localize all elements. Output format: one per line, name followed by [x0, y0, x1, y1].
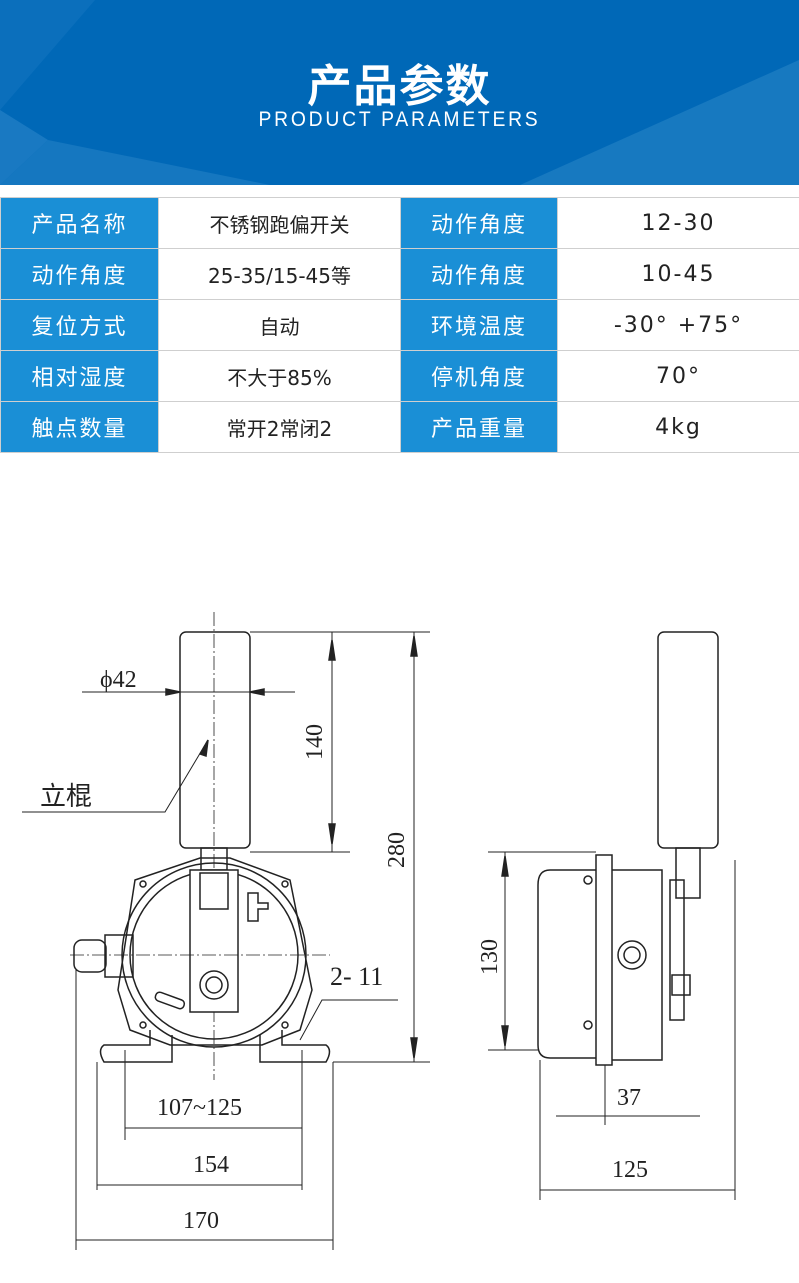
param-label: 动作角度 [400, 248, 558, 300]
dim-offset: 37 [617, 1085, 641, 1111]
param-label: 触点数量 [0, 401, 159, 453]
dim-total-height: 280 [384, 832, 410, 868]
banner-decoration [0, 0, 799, 185]
dim-mount-span: 107~125 [157, 1095, 242, 1121]
table-row: 相对湿度 不大于85% 停机角度 70° [0, 350, 799, 402]
param-value: -30° +75° [557, 299, 799, 351]
table-row: 触点数量 常开2常闭2 产品重量 4kg [0, 401, 799, 453]
dim-holes: 2- 11 [330, 962, 383, 991]
dim-diameter: ϕ42 [100, 667, 137, 693]
param-value: 不锈钢跑偏开关 [158, 197, 401, 249]
table-row: 复位方式 自动 环境温度 -30° +75° [0, 299, 799, 351]
param-label: 相对湿度 [0, 350, 159, 402]
param-label: 产品重量 [400, 401, 558, 453]
rod-cylinder [179, 631, 251, 849]
param-label: 动作角度 [0, 248, 159, 300]
side-rod-cylinder [657, 631, 719, 849]
dim-base-inner: 154 [193, 1152, 229, 1178]
param-value: 10-45 [557, 248, 799, 300]
param-value: 12-30 [557, 197, 799, 249]
param-label: 停机角度 [400, 350, 558, 402]
page-subtitle: PRODUCT PARAMETERS [258, 108, 541, 131]
table-row: 动作角度 25-35/15-45等 动作角度 10-45 [0, 248, 799, 300]
param-label: 复位方式 [0, 299, 159, 351]
side-view: 130 37 125 [477, 631, 736, 1200]
param-value: 常开2常闭2 [158, 401, 401, 453]
param-value: 不大于85% [158, 350, 401, 402]
front-view: ϕ42 立棍 140 280 2- 11 107~125 154 170 [22, 612, 430, 1250]
param-label: 动作角度 [400, 197, 558, 249]
rod-label: 立棍 [40, 782, 92, 811]
housing-outline [117, 857, 313, 1046]
dim-body-height: 130 [477, 939, 503, 975]
page-title: 产品参数 [307, 61, 492, 112]
header-banner: 产品参数 PRODUCT PARAMETERS [0, 0, 799, 185]
param-value: 自动 [158, 299, 401, 351]
param-value: 4kg [557, 401, 799, 453]
dim-base-width: 170 [183, 1208, 219, 1234]
dim-rod-height: 140 [302, 724, 328, 760]
param-value: 70° [557, 350, 799, 402]
parameters-table: 产品名称 不锈钢跑偏开关 动作角度 12-30 动作角度 25-35/15-45… [0, 197, 799, 453]
dim-depth: 125 [612, 1157, 648, 1183]
table-row: 产品名称 不锈钢跑偏开关 动作角度 12-30 [0, 197, 799, 249]
param-label: 产品名称 [0, 197, 159, 249]
